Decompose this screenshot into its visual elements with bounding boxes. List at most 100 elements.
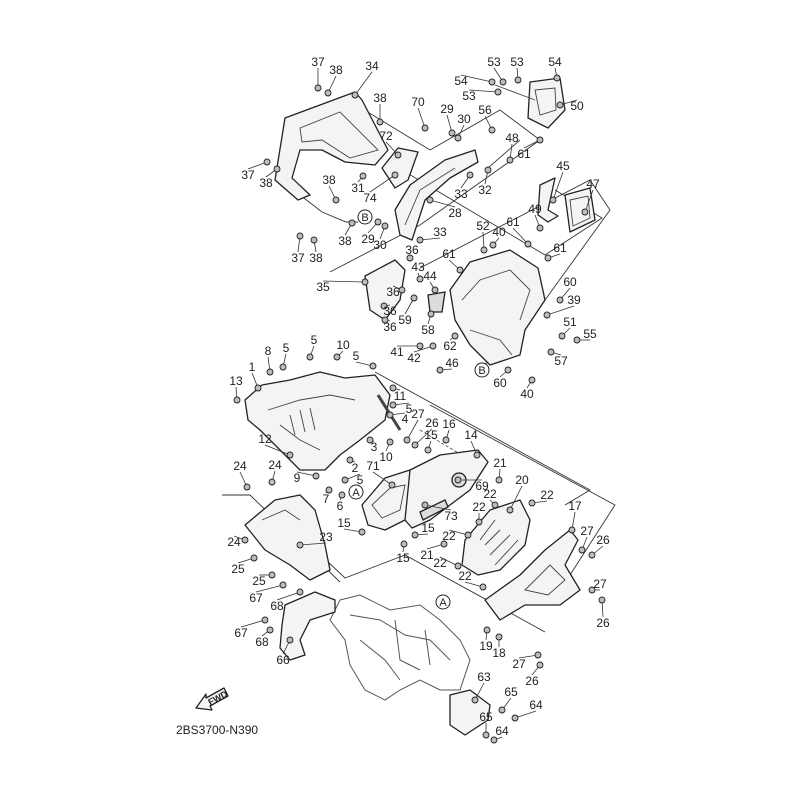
fastener-marker [466,171,474,179]
part-label-14: 14 [464,428,478,442]
part-label-26: 26 [596,616,610,630]
part-label-65: 65 [479,710,493,724]
part-label-1: 1 [249,360,256,374]
leader-line [406,419,419,441]
fastener-marker [558,332,566,340]
part-label-44: 44 [423,269,437,283]
part-label-16: 16 [442,417,456,431]
fastener-marker [388,481,396,489]
fastener-marker [426,196,434,204]
part-label-21: 21 [420,548,434,562]
part-label-15: 15 [421,521,435,535]
part-label-65: 65 [504,685,518,699]
part-label-34: 34 [365,59,379,73]
fastener-marker [381,222,389,230]
part-label-58: 58 [421,323,435,337]
fastener-marker [358,528,366,536]
fastener-marker [374,218,382,226]
fastener-marker [325,486,333,494]
fastener-marker [348,219,356,227]
leader-line [414,428,433,446]
leader-line [424,504,452,511]
part-label-40: 40 [492,225,506,239]
part-label-5: 5 [406,402,413,416]
reference-mark-a: A [348,484,364,500]
fastener-marker [491,501,499,509]
fastener-marker [279,363,287,371]
fastener-marker [324,89,332,97]
part-label-36: 36 [405,243,419,257]
part-label-33: 33 [433,225,447,239]
fastener-marker [429,342,437,350]
fastener-marker [495,476,503,484]
part-label-32: 32 [478,183,492,197]
reference-marks: B A B A [348,209,490,610]
part-bracket-45-47 [537,177,596,233]
leader-line [546,305,575,316]
fastener-marker [573,336,581,344]
fastener-marker [380,302,388,310]
fastener-marker [484,166,492,174]
part-label-38: 38 [322,173,336,187]
part-label-23: 23 [319,530,333,544]
fastener-marker [233,396,241,404]
part-side-cover-35 [364,259,406,321]
leader-line [322,280,366,283]
part-label-2: 2 [352,461,359,475]
part-label-13: 13 [229,374,243,388]
part-label-15: 15 [424,428,438,442]
leader-line [255,584,284,593]
leader-line [514,710,537,719]
fastener-marker [543,311,551,319]
part-label-68: 68 [255,635,269,649]
fastener-marker [528,376,536,384]
part-label-28: 28 [448,206,462,220]
fastener-marker [386,438,394,446]
part-label-21: 21 [493,456,507,470]
fastener-marker [495,633,503,641]
fastener-marker [386,411,394,419]
fastener-marker [266,626,274,634]
part-label-37: 37 [241,168,255,182]
reference-mark-b: B [474,362,490,378]
fastener-marker [416,342,424,350]
part-label-22: 22 [483,487,497,501]
part-label-37: 37 [291,251,305,265]
leader-line [460,74,493,83]
fastener-marker [411,531,419,539]
fastener-marker [473,451,481,459]
fastener-marker [588,551,596,559]
fastener-marker [332,196,340,204]
part-label-64: 64 [529,698,543,712]
part-side-cowl-1 [244,371,391,471]
fastener-marker [488,126,496,134]
fastener-marker [381,316,389,324]
fastener-marker [556,101,564,109]
fastener-marker [528,499,536,507]
part-label-18: 18 [492,646,506,660]
svg-text:B: B [361,212,368,224]
fastener-marker [431,286,439,294]
part-label-45: 45 [556,159,570,173]
part-label-27: 27 [580,524,594,538]
part-label-48: 48 [505,131,519,145]
leader-line [468,89,499,93]
part-label-38: 38 [338,234,352,248]
part-bracket-58 [427,291,446,313]
part-label-61: 61 [517,147,531,161]
fastener-marker [261,616,269,624]
fastener-marker [588,586,596,594]
fastener-marker [448,129,456,137]
part-label-71: 71 [366,459,380,473]
part-label-22: 22 [472,500,486,514]
part-label-74: 74 [363,191,377,205]
fastener-marker [506,156,514,164]
fastener-marker [556,296,564,304]
part-label-60: 60 [493,376,507,390]
part-label-54: 54 [454,74,468,88]
part-label-46: 46 [445,356,459,370]
part-label-43: 43 [411,260,425,274]
fastener-marker [296,232,304,240]
reference-mark-a: A [435,594,451,610]
